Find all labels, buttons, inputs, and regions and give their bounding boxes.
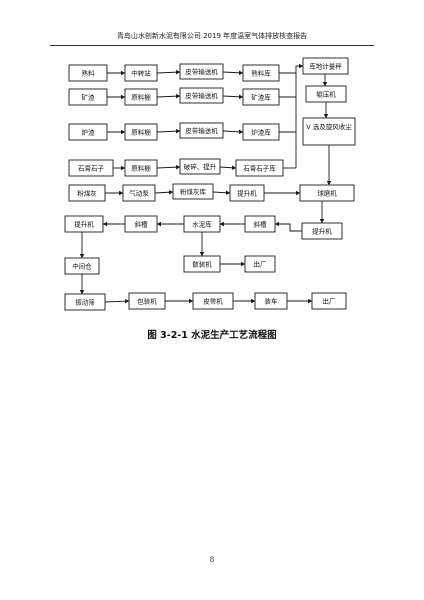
box-truck-loading: 装车 xyxy=(254,292,288,310)
box-slag: 矿渣 xyxy=(68,88,108,106)
svg-text:气动泵: 气动泵 xyxy=(129,189,149,198)
box-transfer-station: 中转站 xyxy=(124,64,158,82)
box-furnace-slag: 炉渣 xyxy=(68,123,108,141)
box-pneumatic-pump: 气动泵 xyxy=(122,184,156,202)
svg-text:装车: 装车 xyxy=(265,297,279,306)
box-crush-lift: 破碎、提升 xyxy=(179,158,221,175)
svg-text:皮带输送机: 皮带输送机 xyxy=(185,67,218,76)
svg-text:中间仓: 中间仓 xyxy=(72,262,92,271)
box-intermediate-bin: 中间仓 xyxy=(64,257,100,275)
svg-text:中转站: 中转站 xyxy=(131,69,151,78)
svg-text:原料棚: 原料棚 xyxy=(131,128,151,137)
box-silo-weigher: 库地计量秤 xyxy=(302,57,349,75)
svg-text:散装机: 散装机 xyxy=(192,260,212,269)
svg-text:出厂: 出厂 xyxy=(323,297,337,306)
header-rule xyxy=(50,45,374,46)
flow-arrows xyxy=(79,63,332,304)
box-gypsum-stone: 石膏石子 xyxy=(68,159,114,177)
box-elevator-1: 提升机 xyxy=(229,184,265,202)
svg-text:炉渣库: 炉渣库 xyxy=(251,128,271,137)
svg-text:提升机: 提升机 xyxy=(237,189,257,198)
box-belt-conveyor-1: 皮带输送机 xyxy=(179,63,224,80)
box-fly-ash-silo: 粉煤灰库 xyxy=(172,183,214,200)
box-belt-conveyor-3: 皮带输送机 xyxy=(179,122,224,139)
box-belt-machine: 皮带机 xyxy=(192,292,234,310)
svg-text:提升机: 提升机 xyxy=(74,220,94,229)
box-bulk-loader: 散装机 xyxy=(183,255,221,273)
box-raw-shed-1: 原料棚 xyxy=(124,88,158,106)
svg-text:矿渣库: 矿渣库 xyxy=(251,93,271,102)
svg-text:石膏石子: 石膏石子 xyxy=(78,164,105,173)
svg-text:皮带输送机: 皮带输送机 xyxy=(185,91,218,100)
box-dispatch-2: 出厂 xyxy=(311,292,347,310)
svg-text:破碎、提升: 破碎、提升 xyxy=(184,162,217,171)
box-clinker: 熟料 xyxy=(68,64,108,82)
box-v-separator-dust: V 选及旋风收尘 xyxy=(302,117,356,146)
box-raw-shed-2: 原料棚 xyxy=(124,123,158,141)
svg-text:熟料: 熟料 xyxy=(82,69,96,78)
box-roller-press: 辊压机 xyxy=(305,85,347,103)
box-vibrating-screen: 振动筛 xyxy=(64,293,106,311)
svg-text:斜槽: 斜槽 xyxy=(135,220,149,229)
svg-text:炉渣: 炉渣 xyxy=(82,128,96,137)
svg-text:矿渣: 矿渣 xyxy=(82,93,96,102)
svg-text:原料棚: 原料棚 xyxy=(131,93,151,102)
svg-text:皮带机: 皮带机 xyxy=(203,297,223,306)
box-elevator-3: 提升机 xyxy=(301,222,343,240)
box-dispatch-1: 出厂 xyxy=(244,255,276,273)
svg-text:提升机: 提升机 xyxy=(312,227,332,236)
report-header: 青岛山水创新水泥有限公司 2019 年度温室气体排放核查报告 xyxy=(116,32,308,40)
svg-text:辊压机: 辊压机 xyxy=(316,90,336,99)
box-ball-mill: 球磨机 xyxy=(299,184,355,202)
svg-text:皮带输送机: 皮带输送机 xyxy=(185,126,218,135)
box-elevator-2: 提升机 xyxy=(64,215,104,233)
svg-text:水泥库: 水泥库 xyxy=(192,220,212,229)
box-raw-shed-3: 原料棚 xyxy=(124,159,158,177)
box-chute-1: 斜槽 xyxy=(124,215,158,233)
box-belt-conveyor-2: 皮带输送机 xyxy=(179,87,224,104)
svg-text:V 选及旋风收尘: V 选及旋风收尘 xyxy=(306,122,352,131)
box-gypsum-silo: 石膏石子库 xyxy=(235,159,284,177)
svg-text:斜槽: 斜槽 xyxy=(254,220,268,229)
svg-text:粉煤灰: 粉煤灰 xyxy=(77,189,97,198)
svg-text:振动筛: 振动筛 xyxy=(75,298,95,307)
page-number: 8 xyxy=(209,556,215,564)
svg-text:原料棚: 原料棚 xyxy=(131,164,151,173)
figure-caption: 图 3-2-1 水泥生产工艺流程图 xyxy=(147,330,277,341)
box-packing-machine: 包装机 xyxy=(128,292,166,310)
box-slag-silo: 矿渣库 xyxy=(242,88,280,106)
box-chute-2: 斜槽 xyxy=(244,215,276,233)
box-furnace-slag-silo: 炉渣库 xyxy=(242,123,280,141)
box-fly-ash: 粉煤灰 xyxy=(68,184,106,202)
svg-text:出厂: 出厂 xyxy=(254,260,268,269)
box-cement-silo: 水泥库 xyxy=(183,215,221,233)
svg-text:石膏石子库: 石膏石子库 xyxy=(243,164,276,173)
svg-text:粉煤灰库: 粉煤灰库 xyxy=(180,187,207,196)
svg-text:熟料库: 熟料库 xyxy=(251,69,271,78)
svg-text:库地计量秤: 库地计量秤 xyxy=(309,62,342,71)
box-clinker-silo: 熟料库 xyxy=(242,64,280,82)
svg-text:包装机: 包装机 xyxy=(137,297,157,306)
svg-text:球磨机: 球磨机 xyxy=(317,189,337,198)
